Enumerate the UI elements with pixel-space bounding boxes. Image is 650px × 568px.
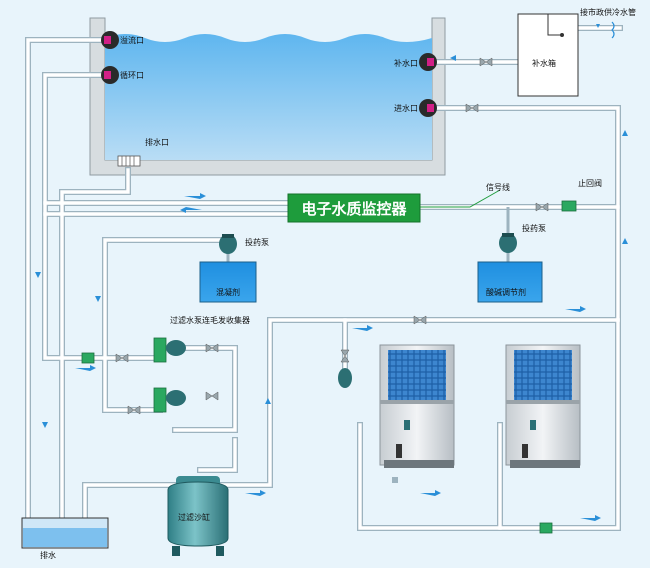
pump-header (172, 345, 238, 433)
drain-port-grate (117, 155, 141, 167)
sand-filter-label: 过滤沙缸 (178, 512, 210, 522)
labels: 溢流口 循环口 排水口 补水口 进水口 补水箱 接市政供冷水管 信号线 止回阀 … (40, 7, 636, 560)
pool-water (105, 34, 432, 160)
drain-port-label: 排水口 (145, 137, 169, 147)
city-water-label: 接市政供冷水管 (580, 7, 636, 17)
circulation-label: 循环口 (120, 70, 144, 80)
heat-pump-2 (505, 344, 581, 468)
ph-regulator-tank (477, 261, 543, 303)
circulation-port (101, 66, 119, 84)
makeup-tank-label: 补水箱 (532, 58, 556, 68)
arrow-icon (184, 193, 206, 199)
drain-label: 排水 (40, 550, 56, 560)
arrow-icon (420, 490, 441, 496)
ph-regulator-label: 酸碱调节剂 (486, 287, 526, 297)
ph-valve-icon (535, 202, 549, 212)
dosing-pump-left (219, 234, 237, 254)
pump-valve-1-icon (205, 343, 219, 353)
coagulant-label: 混凝剂 (216, 287, 240, 297)
inlet-port-label: 进水口 (394, 103, 418, 113)
pump-to-filter (197, 437, 238, 473)
filter-pump-lower (153, 387, 186, 413)
coag-valve-icon (127, 405, 141, 415)
arrow-icon (352, 325, 373, 331)
valve-icons (115, 57, 549, 415)
arrow-icon (622, 238, 628, 258)
makeup-port (419, 53, 437, 71)
check-valve-label: 止回阀 (578, 178, 602, 188)
arrow-icon (42, 408, 48, 428)
arrow-icon (580, 515, 601, 521)
dosing-pump-left-label: 投药泵 (245, 237, 269, 247)
city-water-faucet-icon (596, 24, 600, 28)
flexible-hose-icon (611, 21, 615, 39)
hp-valve-icon (413, 315, 427, 325)
arrow-icon (265, 398, 271, 418)
arrow-icon (75, 365, 96, 371)
heat-pump-1 (379, 344, 455, 468)
loop-check-valve-icon (539, 522, 553, 534)
pump-valve-2-icon (205, 391, 219, 401)
monitor-label: 电子水质监控器 (301, 200, 407, 218)
pool-drain-pipe (59, 167, 131, 521)
hp-loop-pump (338, 368, 352, 388)
coagulant-tank (199, 261, 257, 303)
arrow-icon (450, 55, 468, 61)
makeup-port-label: 补水口 (394, 58, 418, 68)
filter-pump-label: 过滤水泵连毛发收集器 (170, 315, 250, 325)
arrow-icon (622, 130, 628, 150)
makeup-valve-icon (479, 57, 493, 67)
makeup-tank (517, 13, 579, 97)
drain-tank (21, 517, 109, 549)
circ-valve-icon (115, 353, 129, 363)
filter-drain-pipe (82, 482, 178, 521)
signal-line (420, 189, 501, 208)
signal-line-label: 信号线 (486, 182, 510, 192)
arrow-icon (95, 282, 101, 302)
filter-pump-upper (153, 337, 186, 363)
circ-check-valve-icon (81, 352, 95, 364)
inlet-port (419, 99, 437, 117)
check-valve-icon (561, 200, 577, 212)
dosing-pump-right-label: 投药泵 (522, 223, 546, 233)
inlet-valve-icon (465, 103, 479, 113)
water-quality-monitor: 电子水质监控器 (287, 193, 421, 223)
overflow-label: 溢流口 (120, 35, 144, 45)
pool (89, 17, 446, 176)
hp-feed-valve-icon (340, 349, 350, 363)
arrow-icon (180, 207, 202, 213)
flow-arrows (35, 55, 628, 521)
arrow-icon (565, 306, 586, 312)
dosing-pump-right (499, 233, 517, 253)
overflow-port (101, 31, 119, 49)
arrow-icon (245, 490, 266, 496)
arrow-icon (35, 258, 41, 278)
sand-filter (167, 476, 229, 556)
